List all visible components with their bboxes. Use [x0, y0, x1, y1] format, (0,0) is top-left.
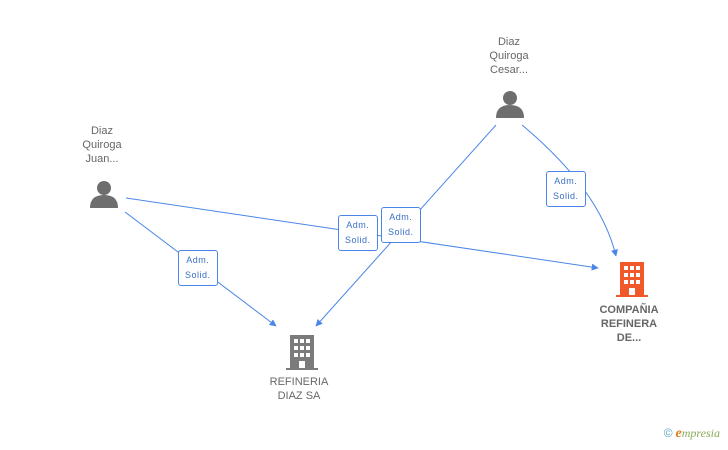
node-label-compania-refinera[interactable]: COMPAÑIA REFINERA DE...	[599, 304, 659, 344]
brand-initial: e	[675, 426, 682, 441]
node-label-diaz-quiroga-juan[interactable]: Diaz Quiroga Juan...	[82, 125, 122, 165]
building-icon[interactable]	[616, 262, 648, 297]
edge-badge-juan-refineria[interactable]: Adm. Solid.	[178, 250, 218, 286]
copyright-symbol: ©	[663, 426, 673, 440]
building-icon[interactable]	[286, 335, 318, 370]
node-label-refineria-diaz[interactable]: REFINERIA DIAZ SA	[269, 376, 329, 402]
brand-name: mpresia	[681, 426, 720, 440]
edge-badge-juan-compania[interactable]: Adm. Solid.	[338, 215, 378, 251]
person-icon[interactable]	[496, 91, 524, 118]
person-icon[interactable]	[90, 181, 118, 208]
edge-badge-cesar-refineria[interactable]: Adm. Solid.	[381, 207, 421, 243]
edge-badge-cesar-compania[interactable]: Adm. Solid.	[546, 171, 586, 207]
node-label-diaz-quiroga-cesar[interactable]: Diaz Quiroga Cesar...	[489, 36, 529, 76]
empresia-logo[interactable]: ©empresia	[664, 426, 720, 442]
